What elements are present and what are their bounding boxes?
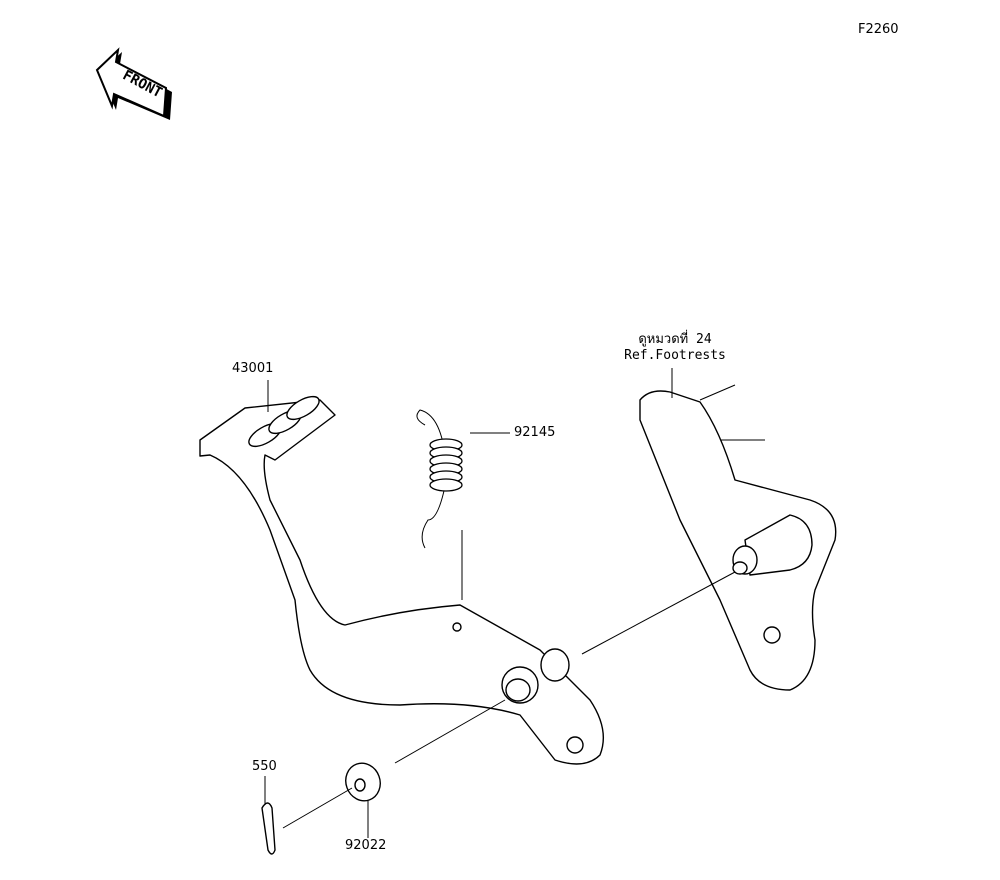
reference-thai: ดูหมวดที่ 24: [638, 332, 712, 347]
front-arrow-icon: FRONT: [95, 47, 172, 120]
leader-lines: [264, 368, 736, 838]
footrest-reference[interactable]: ดูหมวดที่ 24 Ref.Footrests: [605, 332, 745, 364]
part-label-43001[interactable]: 43001: [232, 361, 274, 376]
spring: [416, 409, 463, 549]
diagram-code: F2260: [858, 22, 899, 37]
part-label-92022[interactable]: 92022: [345, 838, 387, 853]
washer: [345, 762, 381, 802]
reference-en: Ref.Footrests: [624, 348, 726, 363]
part-label-92145[interactable]: 92145: [514, 425, 556, 440]
cotter-pin: [261, 802, 276, 855]
footrest-bracket: [639, 384, 837, 691]
brake-pedal: [199, 395, 604, 765]
part-label-550[interactable]: 550: [252, 759, 277, 774]
